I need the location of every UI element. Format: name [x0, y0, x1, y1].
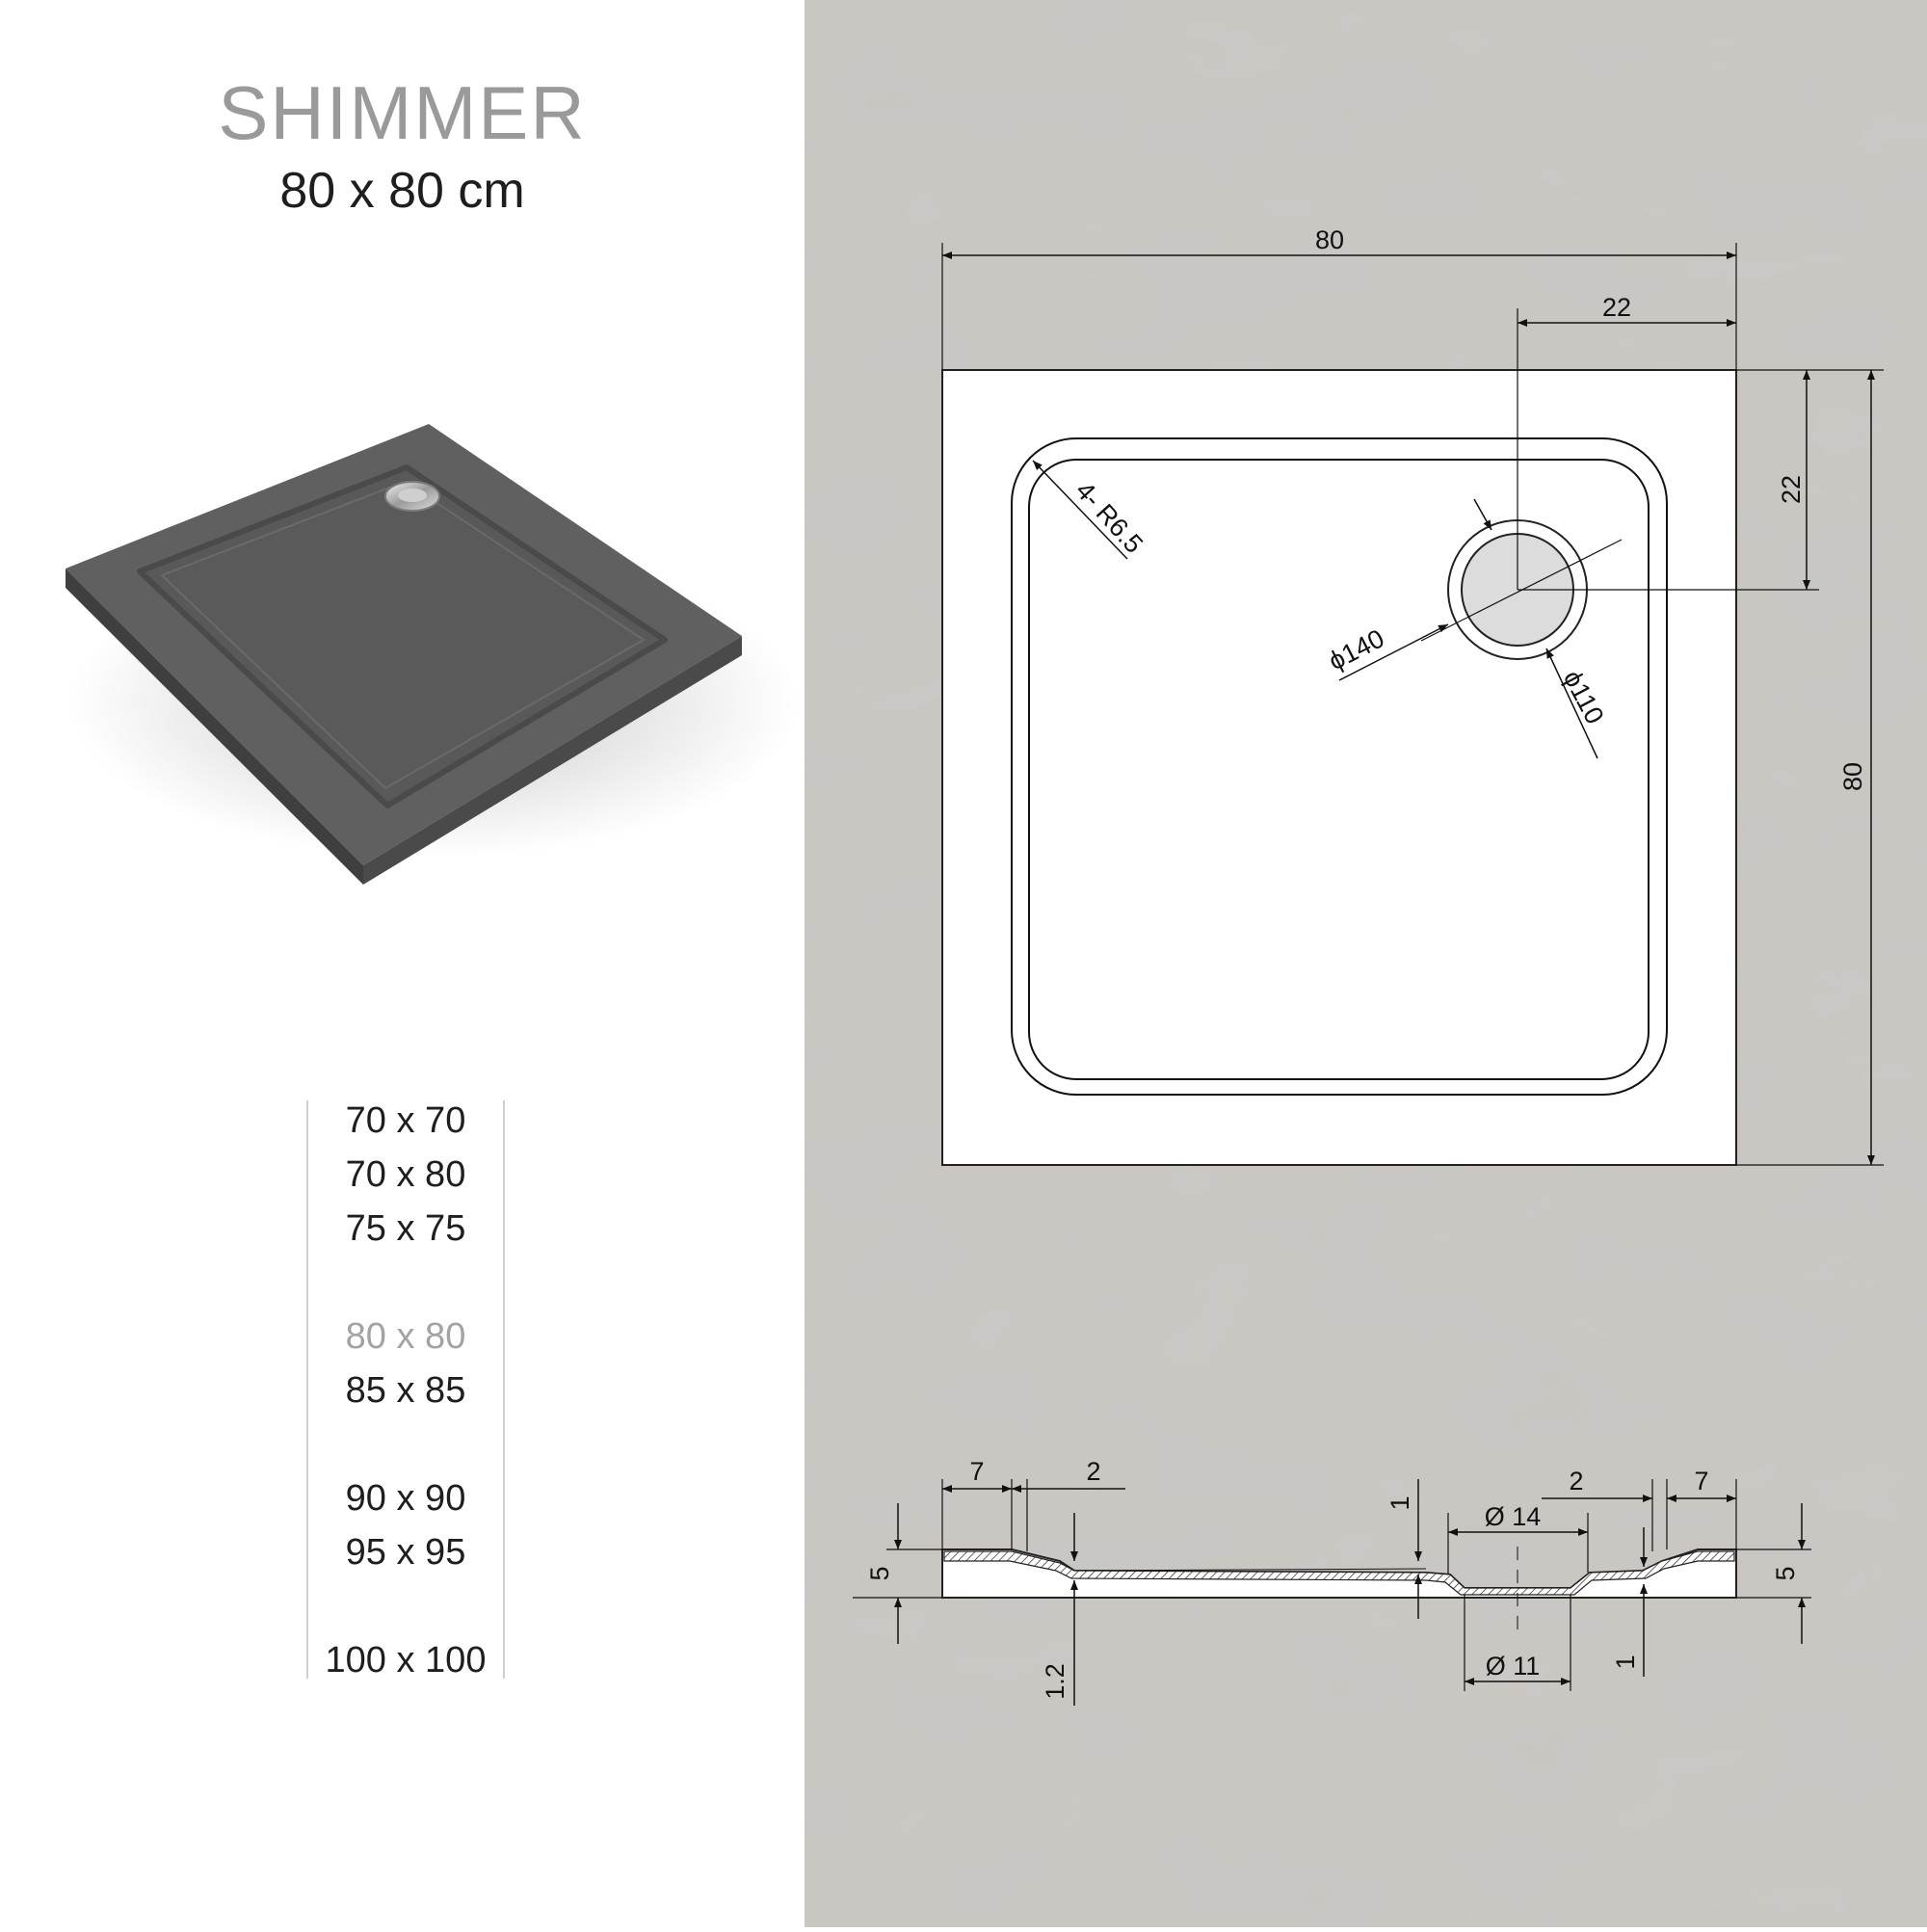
size-option[interactable]: 95 x 95	[345, 1532, 466, 1573]
dim-drain-x-label: 22	[1602, 293, 1631, 322]
size-option[interactable]: 70 x 70	[345, 1100, 466, 1141]
size-option[interactable]: 90 x 90	[345, 1478, 466, 1519]
dia-inner-leader	[1473, 498, 1492, 531]
dim-drain-top-label: Ø 14	[1485, 1502, 1542, 1531]
technical-drawing: 80 22 22 80 4- R6.5 ϕ140 ϕ110	[805, 0, 1927, 1927]
dim-drain-y-label: 22	[1777, 475, 1806, 504]
size-option[interactable]: 80 x 80	[345, 1316, 466, 1357]
size-list: 70 x 70 70 x 80 75 x 75 80 x 80 85 x 85 …	[306, 1100, 505, 1681]
size-option[interactable]: 85 x 85	[345, 1370, 466, 1411]
dim-height-label: 80	[1838, 762, 1867, 791]
section-hatch	[943, 1550, 1735, 1596]
dia-axis	[1420, 539, 1623, 642]
dim-rim-left-label: 7	[969, 1457, 984, 1486]
dia-inner-leader	[1545, 648, 1598, 759]
shower-tray-render	[66, 424, 800, 885]
size-option[interactable]: 75 x 75	[345, 1208, 466, 1249]
dim-drop-right-label: 1	[1611, 1654, 1640, 1669]
product-subtitle: 80 x 80 cm	[279, 163, 525, 219]
radius-leader	[1032, 460, 1128, 560]
technical-drawing-panel: 80 22 22 80 4- R6.5 ϕ140 ϕ110	[805, 0, 1927, 1927]
section-view	[853, 1479, 1811, 1706]
dim-rim-right-label: 7	[1694, 1467, 1708, 1495]
section-labels: 7 2 7 2 Ø 14 Ø 11 5 5 1.2 1 1	[865, 1457, 1800, 1700]
plan-view	[941, 243, 1884, 1166]
dim-drain-bottom-label: Ø 11	[1486, 1652, 1541, 1681]
dim-slope-right-label: 2	[1569, 1467, 1583, 1495]
extension-line	[1073, 1568, 1427, 1572]
size-option[interactable]: 100 x 100	[325, 1640, 487, 1681]
dim-slope-left-label: 2	[1086, 1457, 1100, 1486]
dia-outer-leader	[1338, 623, 1449, 681]
product-panel: SHIMMER 80 x 80 cm 70 x 70 70 x 80 75 x …	[0, 0, 805, 1927]
tray-right-edge	[363, 636, 742, 885]
product-title: SHIMMER	[218, 70, 587, 155]
dim-thickness-label: 1.2	[1041, 1663, 1069, 1700]
drain-grate	[398, 489, 427, 502]
dim-width-label: 80	[1315, 225, 1344, 254]
dim-height-right-label: 5	[1771, 1566, 1800, 1580]
tray-front-edge	[66, 569, 363, 885]
size-option[interactable]: 70 x 80	[345, 1154, 466, 1195]
dim-height-left-label: 5	[865, 1566, 894, 1580]
tray-basin-floor	[161, 481, 645, 789]
dim-drop-left-label: 1	[1386, 1495, 1414, 1510]
